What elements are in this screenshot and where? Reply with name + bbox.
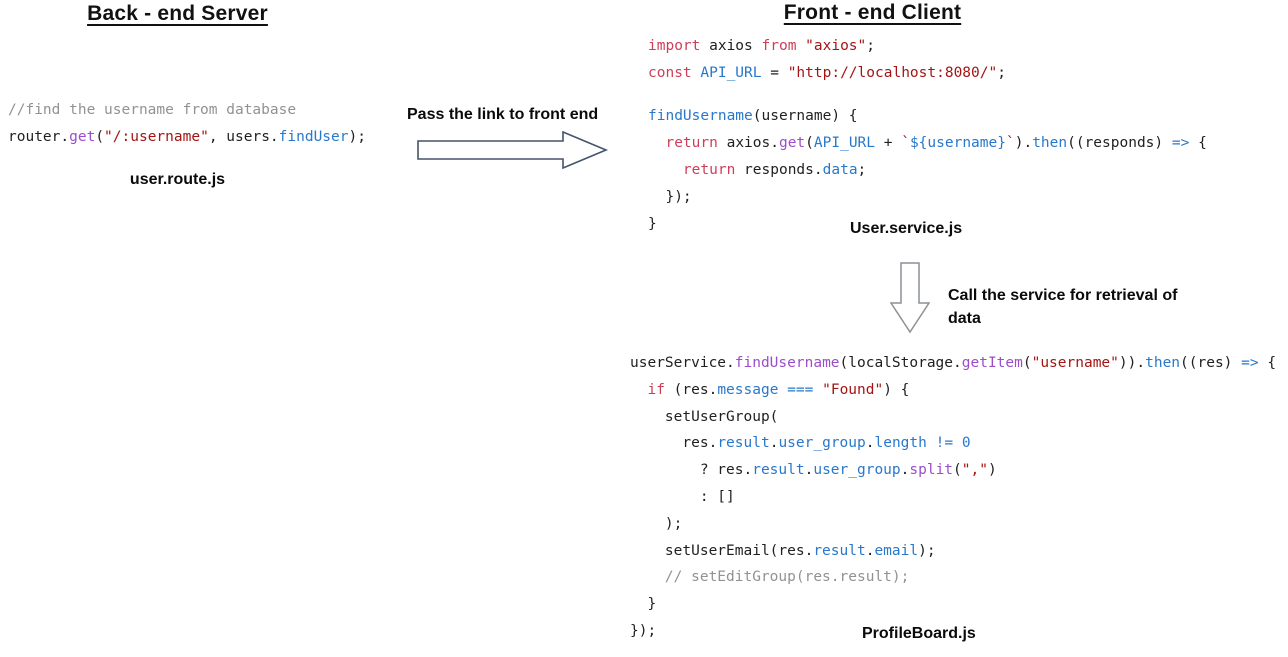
code-line: ); bbox=[630, 515, 683, 532]
code-line: return axios.get(API_URL + `${username}`… bbox=[665, 135, 1207, 151]
backend-title: Back - end Server bbox=[20, 2, 335, 26]
call-arrow-label: Call the service for retrieval of data bbox=[948, 287, 1178, 327]
backend-title-text: Back - end Server bbox=[87, 2, 268, 25]
code-line: }); bbox=[648, 189, 692, 205]
profileboard-file-label: ProfileBoard.js bbox=[862, 625, 976, 642]
code-line: setUserEmail(res.result.email); bbox=[630, 542, 936, 559]
backend-file-label: user.route.js bbox=[129, 171, 226, 188]
code-line: } bbox=[630, 596, 657, 613]
code-line: : [] bbox=[630, 488, 735, 505]
code-line: res.result.user_group.length != 0 bbox=[630, 435, 971, 452]
code-line: userService.findUsername(localStorage.ge… bbox=[630, 355, 1277, 371]
code-line bbox=[648, 87, 1207, 103]
code-line: router.get("/:username", users.findUser)… bbox=[8, 129, 366, 145]
service-file-label: User.service.js bbox=[850, 220, 963, 237]
code-line: import axios from "axios"; bbox=[648, 38, 875, 54]
pass-arrow-label: Pass the link to front end bbox=[407, 106, 599, 123]
code-line: ? res.result.user_group.split(",") bbox=[630, 462, 997, 479]
profileboard-code-block: userService.findUsername(localStorage.ge… bbox=[630, 350, 1276, 645]
code-line: } bbox=[648, 216, 657, 232]
frontend-title-text: Front - end Client bbox=[783, 1, 962, 24]
code-line: const API_URL = "http://localhost:8080/"… bbox=[648, 65, 1006, 81]
frontend-title: Front - end Client bbox=[700, 1, 1045, 25]
code-line: // setEditGroup(res.result); bbox=[630, 569, 910, 586]
arrow-right-icon bbox=[417, 131, 609, 169]
code-line: if (res.message === "Found") { bbox=[647, 381, 910, 398]
code-line: setUserGroup( bbox=[630, 408, 779, 425]
code-line: }); bbox=[630, 622, 657, 639]
code-line: //find the username from database bbox=[8, 102, 297, 118]
arrow-down-icon bbox=[890, 262, 930, 334]
service-code-block: import axios from "axios"; const API_URL … bbox=[648, 33, 1207, 238]
code-line: findUsername(username) { bbox=[648, 108, 858, 124]
code-line: return responds.data; bbox=[682, 162, 867, 178]
backend-code-block: //find the username from database router.… bbox=[8, 97, 366, 151]
